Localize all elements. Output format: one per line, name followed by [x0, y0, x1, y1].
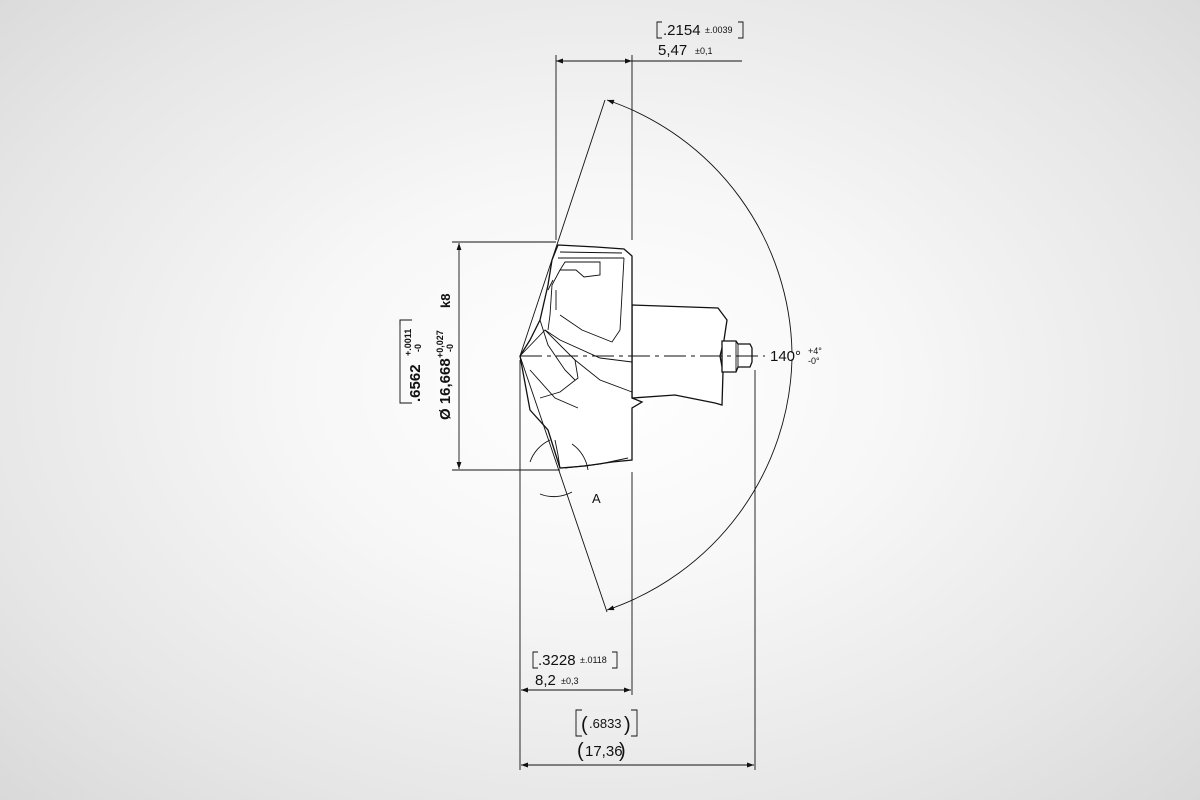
top-dim-inch-tol: ±.0039 [705, 25, 732, 35]
overall-mm-paren-open: ( [577, 740, 584, 762]
angle-value: 140° [770, 348, 801, 365]
shank-pin [721, 340, 753, 373]
bottom-dimension: .3228 ±.0118 8,2 ±0,3 [532, 651, 618, 689]
detail-a-marker: A [529, 439, 601, 506]
bottom-dim-inch: .3228 [538, 652, 576, 669]
top-dimension: .2154 ±.0039 5,47 ±0,1 [656, 21, 744, 59]
insert-head [519, 244, 644, 469]
diameter-dimension: .6562 +.0011 -0 Ø 16,668 +0,027 -0 k8 [399, 294, 455, 420]
overall-mm-paren-close: ) [619, 740, 626, 762]
top-dim-mm-tol: ±0,1 [695, 46, 712, 56]
angle-tol-upper: +4° [808, 346, 822, 356]
shank-body [631, 304, 728, 406]
dimension-lines [456, 58, 754, 768]
dia-inch: .6562 [407, 364, 424, 402]
top-dim-mm: 5,47 [658, 42, 687, 59]
dia-inch-tol-lower: -0 [413, 344, 423, 352]
dia-fit: k8 [438, 294, 453, 308]
cutting-insert-part [519, 244, 753, 469]
top-dim-inch: .2154 [663, 22, 701, 39]
overall-dimension: ( .6833 ) ( 17,36 ) [575, 709, 638, 762]
angle-dimension: 140° +4° -0° [770, 346, 822, 366]
bottom-dim-inch-tol: ±.0118 [580, 655, 607, 665]
angle-140-construction [519, 99, 793, 613]
dia-mm-tol-lower: -0 [445, 344, 455, 352]
detail-label: A [592, 491, 601, 506]
bottom-dim-mm: 8,2 [535, 672, 556, 689]
dia-inch-tol-upper: +.0011 [403, 329, 413, 356]
dia-mm-tol-upper: +0,027 [435, 330, 445, 358]
angle-tol-lower: -0° [808, 356, 820, 366]
overall-inch: .6833 [589, 716, 622, 731]
overall-inch-paren-close: ) [624, 714, 631, 736]
overall-mm: 17,36 [585, 743, 623, 760]
overall-inch-paren-open: ( [581, 714, 588, 736]
bottom-dim-mm-tol: ±0,3 [561, 676, 578, 686]
dia-mm: Ø 16,668 [437, 358, 454, 420]
extension-lines [452, 55, 756, 770]
